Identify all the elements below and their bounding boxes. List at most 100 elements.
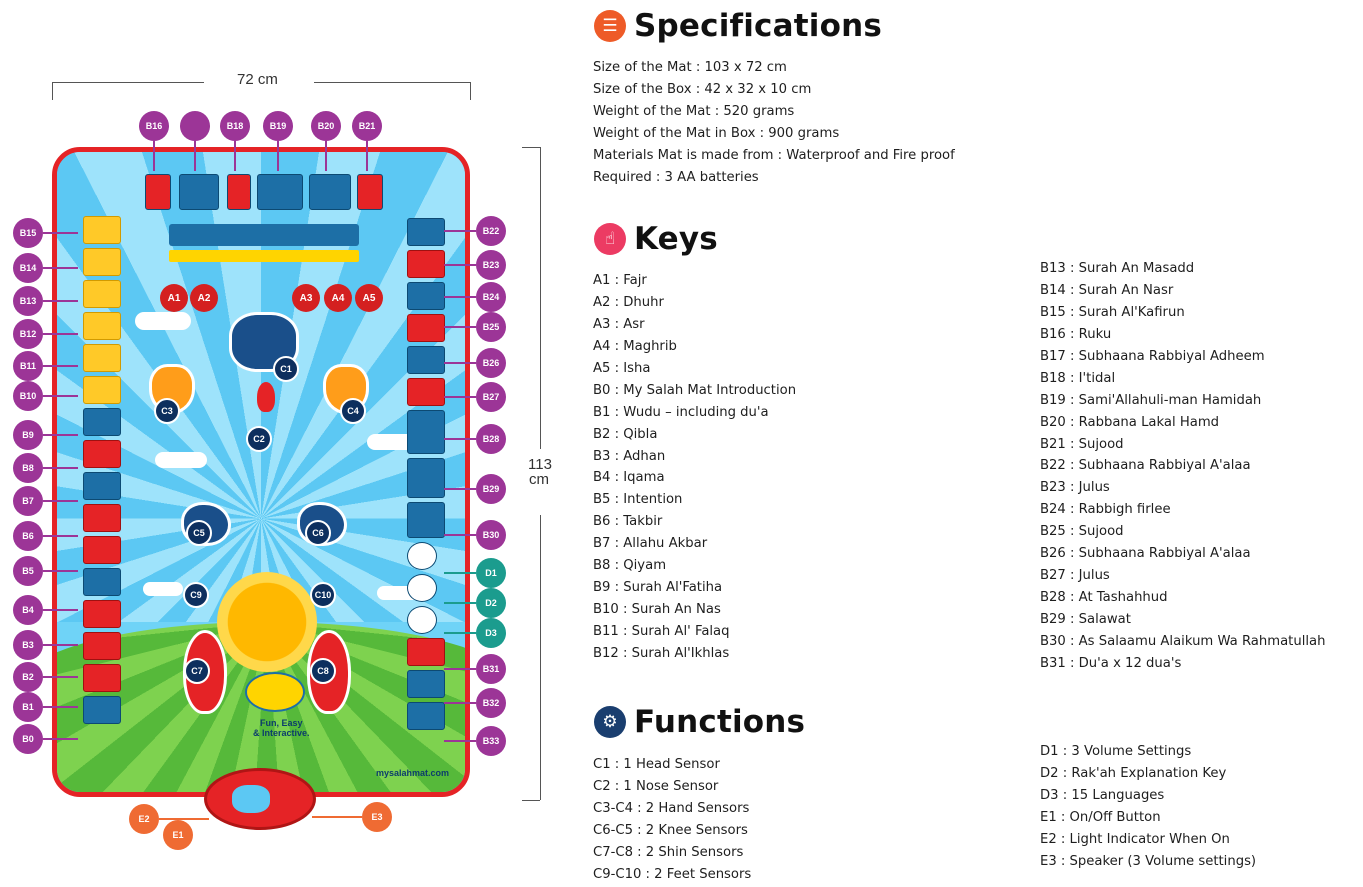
badge-b15: B15 bbox=[13, 218, 43, 248]
list-icon: ☰ bbox=[594, 10, 626, 42]
leader-line bbox=[43, 365, 78, 367]
leader-line bbox=[444, 572, 476, 574]
badge-b7: B7 bbox=[13, 486, 43, 516]
qibla-tile bbox=[83, 632, 121, 660]
badge-b12: B12 bbox=[13, 319, 43, 349]
dua-for-ruku-tile bbox=[179, 174, 219, 210]
cloud bbox=[155, 452, 207, 468]
specifications-header: ☰ Specifications bbox=[594, 8, 882, 44]
leader-line bbox=[43, 333, 78, 335]
tashahhud-tile bbox=[407, 410, 445, 454]
function-item: C2 : 1 Nose Sensor bbox=[593, 778, 719, 794]
function-item: D2 : Rak'ah Explanation Key bbox=[1040, 765, 1227, 781]
key-item: B23 : Julus bbox=[1040, 480, 1110, 496]
key-item: B22 : Subhaana Rabbiyal A'alaa bbox=[1040, 458, 1251, 474]
key-item: B29 : Salawat bbox=[1040, 612, 1131, 627]
badge-b14: B14 bbox=[13, 253, 43, 283]
badge-b9: B9 bbox=[13, 420, 43, 450]
surah-tile bbox=[83, 280, 121, 308]
badge-b5: B5 bbox=[13, 556, 43, 586]
tagline-line: Fun, Easy bbox=[260, 718, 303, 728]
takbir-tile bbox=[83, 472, 121, 500]
dua-adhan-tile bbox=[83, 568, 121, 596]
key-item: A4 : Maghrib bbox=[593, 338, 677, 354]
intention-tile bbox=[83, 536, 121, 564]
prayer-button-a1: A1 bbox=[160, 284, 188, 312]
itidal-tile bbox=[227, 174, 251, 210]
sensor-c8: C8 bbox=[310, 658, 336, 684]
leader-line bbox=[43, 676, 78, 678]
badge-b3: B3 bbox=[13, 630, 43, 660]
leader-line bbox=[43, 738, 78, 740]
badge-b22: B22 bbox=[476, 216, 506, 246]
keys-title: Keys bbox=[634, 221, 718, 257]
spec-item: Size of the Box : 42 x 32 x 10 cm bbox=[593, 81, 812, 97]
sensor-c3: C3 bbox=[154, 398, 180, 424]
badge-e2: E2 bbox=[129, 804, 159, 834]
leader-line bbox=[444, 632, 476, 634]
keys-list-right: B13 : Surah An Masadd B14 : Surah An Nas… bbox=[1040, 258, 1325, 675]
surah-fatiha-tile bbox=[83, 408, 121, 436]
badge-b1: B1 bbox=[13, 692, 43, 722]
prayer-times-strip bbox=[169, 224, 359, 246]
badge-b0: B0 bbox=[13, 724, 43, 754]
volume-icon bbox=[407, 542, 437, 570]
key-item: B2 : Qibla bbox=[593, 426, 658, 442]
surah-tile bbox=[407, 670, 445, 698]
leader-line bbox=[43, 232, 78, 234]
leader-line bbox=[43, 300, 78, 302]
spec-item: Weight of the Mat : 520 grams bbox=[593, 103, 795, 119]
key-item: B19 : Sami'Allahuli-man Hamidah bbox=[1040, 392, 1262, 408]
badge-b16: B16 bbox=[139, 111, 169, 141]
leader-line bbox=[43, 570, 78, 572]
function-item: E1 : On/Off Button bbox=[1040, 809, 1161, 825]
dua-sujood-tile bbox=[407, 218, 445, 246]
leader-line bbox=[43, 609, 78, 611]
function-item: E3 : Speaker (3 Volume settings) bbox=[1040, 853, 1257, 869]
prayer-button-a2: A2 bbox=[190, 284, 218, 312]
sensor-c9: C9 bbox=[183, 582, 209, 608]
function-item: D1 : 3 Volume Settings bbox=[1040, 744, 1192, 759]
badge-d3: D3 bbox=[476, 618, 506, 648]
leader-line bbox=[444, 230, 476, 232]
key-item: A3 : Asr bbox=[593, 316, 645, 332]
leader-line bbox=[444, 296, 476, 298]
key-item: B12 : Surah Al'Ikhlas bbox=[593, 645, 730, 661]
tagline-line: & Interactive. bbox=[253, 728, 310, 738]
keys-header: ☝ Keys bbox=[594, 221, 718, 257]
leader-line bbox=[444, 438, 476, 440]
julus-tile bbox=[407, 250, 445, 278]
specifications-list: Size of the Mat : 103 x 72 cm Size of th… bbox=[593, 57, 955, 189]
badge-b19: B19 bbox=[263, 111, 293, 141]
leader-line bbox=[43, 644, 78, 646]
key-item: B8 : Qiyam bbox=[593, 558, 667, 574]
key-item: B0 : My Salah Mat Introduction bbox=[593, 382, 797, 398]
mat-tagline: Fun, Easy & Interactive. bbox=[253, 718, 310, 738]
badge-b10: B10 bbox=[13, 381, 43, 411]
ruku-tile bbox=[145, 174, 171, 210]
surah-tile bbox=[83, 248, 121, 276]
badge-b33: B33 bbox=[476, 726, 506, 756]
key-item: B11 : Surah Al' Falaq bbox=[593, 624, 730, 639]
functions-list-right: D1 : 3 Volume Settings D2 : Rak'ah Expla… bbox=[1040, 741, 1256, 873]
adhan-tile bbox=[83, 600, 121, 628]
leader-line bbox=[234, 141, 236, 171]
badge-b8: B8 bbox=[13, 453, 43, 483]
leader-line bbox=[444, 396, 476, 398]
badge-d1: D1 bbox=[476, 558, 506, 588]
badge-b27: B27 bbox=[476, 382, 506, 412]
height-dimension-tick bbox=[522, 147, 540, 148]
key-item: B28 : At Tashahhud bbox=[1040, 590, 1168, 606]
surah-tile bbox=[83, 312, 121, 340]
height-label-number: 113 bbox=[528, 456, 552, 473]
badge-b32: B32 bbox=[476, 688, 506, 718]
language-globe-icon bbox=[407, 606, 437, 634]
gear-icon: ⚙ bbox=[594, 706, 626, 738]
rakah-icon bbox=[407, 574, 437, 602]
prayer-button-a5: A5 bbox=[355, 284, 383, 312]
leader-line bbox=[444, 362, 476, 364]
key-item: B31 : Du'a x 12 dua's bbox=[1040, 655, 1182, 671]
function-item: C6-C5 : 2 Knee Sensors bbox=[593, 822, 748, 838]
key-item: B9 : Surah Al'Fatiha bbox=[593, 580, 723, 596]
sensor-c10: C10 bbox=[310, 582, 336, 608]
